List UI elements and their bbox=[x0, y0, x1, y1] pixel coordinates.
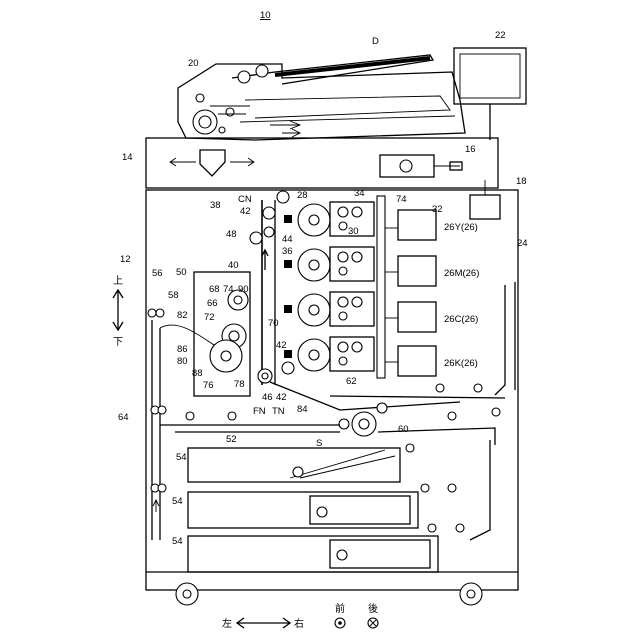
label-TN: TN bbox=[272, 406, 285, 417]
label-back: 後 bbox=[368, 602, 378, 615]
label-56: 56 bbox=[152, 268, 163, 279]
label-62: 62 bbox=[346, 376, 357, 387]
label-66: 66 bbox=[207, 298, 218, 309]
label-20: 20 bbox=[188, 58, 199, 69]
label-60: 60 bbox=[398, 424, 409, 435]
label-74a: 74 bbox=[396, 194, 407, 205]
label-16: 16 bbox=[465, 144, 476, 155]
label-46: 46 bbox=[262, 392, 273, 403]
label-front: 前 bbox=[335, 602, 345, 615]
label-42a: 42 bbox=[240, 206, 251, 217]
label-32: 32 bbox=[432, 204, 443, 215]
label-right: 右 bbox=[294, 617, 304, 630]
direction-labels: 上 下 左 右 前 後 bbox=[113, 275, 378, 630]
label-70: 70 bbox=[268, 318, 279, 329]
label-S: S bbox=[316, 438, 322, 449]
label-22: 22 bbox=[495, 30, 506, 41]
label-68: 68 bbox=[209, 284, 220, 295]
label-FN: FN bbox=[253, 406, 266, 417]
label-82: 82 bbox=[177, 310, 188, 321]
label-18: 18 bbox=[516, 176, 527, 187]
label-down: 下 bbox=[113, 337, 123, 348]
label-90: 90 bbox=[238, 284, 249, 295]
label-54b: 54 bbox=[172, 496, 183, 507]
label-52: 52 bbox=[226, 434, 237, 445]
label-28: 28 bbox=[297, 190, 308, 201]
label-24: 24 bbox=[517, 238, 528, 249]
label-86: 86 bbox=[177, 344, 188, 355]
label-26Y: 26Y(26) bbox=[444, 222, 478, 233]
label-76: 76 bbox=[203, 380, 214, 391]
label-26M: 26M(26) bbox=[444, 268, 479, 279]
document-feeder bbox=[178, 55, 465, 140]
label-48: 48 bbox=[226, 229, 237, 240]
label-42c: 42 bbox=[276, 392, 287, 403]
label-88: 88 bbox=[192, 368, 203, 379]
label-34: 34 bbox=[354, 188, 365, 199]
label-left: 左 bbox=[222, 617, 232, 630]
label-58: 58 bbox=[168, 290, 179, 301]
label-80: 80 bbox=[177, 356, 188, 367]
label-72: 72 bbox=[204, 312, 215, 323]
label-38: 38 bbox=[210, 200, 221, 211]
label-10: 10 bbox=[260, 10, 271, 21]
label-up: 上 bbox=[113, 275, 123, 287]
control-panel bbox=[454, 48, 526, 140]
label-26K: 26K(26) bbox=[444, 358, 478, 369]
label-44: 44 bbox=[282, 234, 293, 245]
paper-trays bbox=[188, 444, 464, 572]
label-84: 84 bbox=[297, 404, 308, 415]
label-36: 36 bbox=[282, 246, 293, 257]
label-14: 14 bbox=[122, 152, 133, 163]
label-64: 64 bbox=[118, 412, 129, 423]
label-CN: CN bbox=[238, 194, 252, 205]
label-42b: 42 bbox=[276, 340, 287, 351]
image-forming-units bbox=[250, 191, 436, 385]
label-12: 12 bbox=[120, 254, 131, 265]
label-D: D bbox=[372, 36, 379, 47]
label-50: 50 bbox=[176, 267, 187, 278]
label-30: 30 bbox=[348, 226, 359, 237]
base-and-wheels bbox=[146, 572, 518, 605]
label-54a: 54 bbox=[176, 452, 187, 463]
label-26C: 26C(26) bbox=[444, 314, 478, 325]
label-74b: 74 bbox=[223, 284, 234, 295]
label-78: 78 bbox=[234, 379, 245, 390]
label-54c: 54 bbox=[172, 536, 183, 547]
label-40: 40 bbox=[228, 260, 239, 271]
image-reader bbox=[146, 138, 498, 188]
